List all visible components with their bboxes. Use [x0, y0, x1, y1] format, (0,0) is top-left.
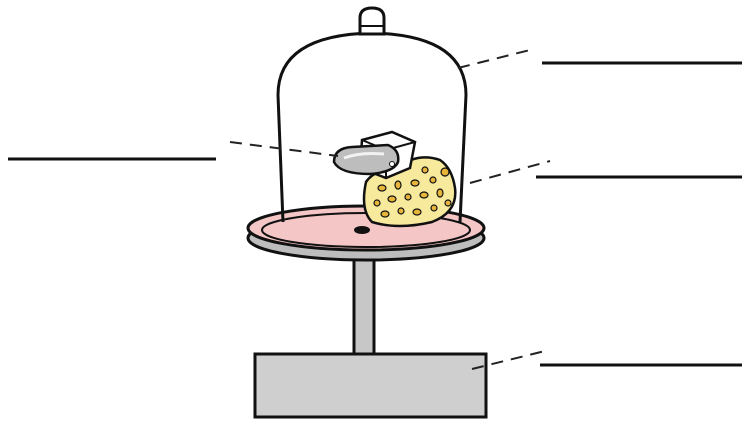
- pump-base-icon: [253, 352, 488, 419]
- leader-line-sponge: [469, 160, 551, 184]
- leader-line-base: [471, 350, 546, 370]
- leader-line-bell-jar: [457, 49, 531, 69]
- leader-line-mineral: [229, 141, 339, 157]
- vacuum-hole: [354, 226, 370, 234]
- mineral-sample-icon: [332, 130, 417, 180]
- bell-jar-knob: [358, 6, 386, 36]
- stand-post: [352, 256, 376, 358]
- sponge-holes: [373, 166, 452, 218]
